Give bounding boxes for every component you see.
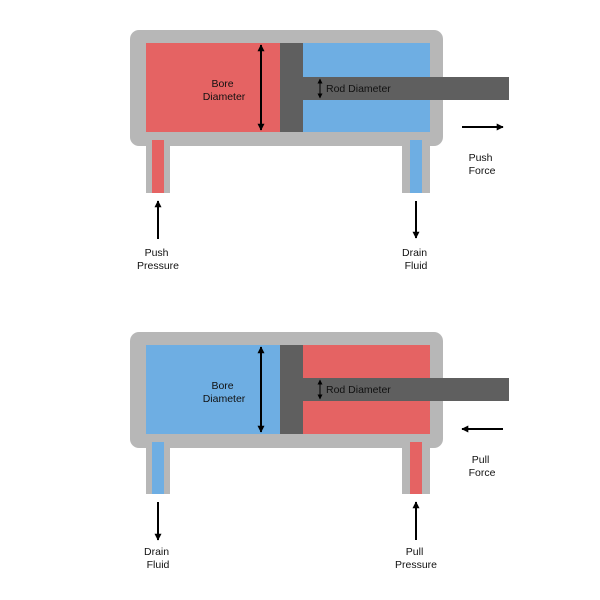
drain-fluid-label: Drain Fluid: [144, 546, 172, 571]
drain-fluid-label: Drain Fluid: [402, 247, 430, 272]
rod-diameter-label: Rod Diameter: [326, 83, 391, 95]
pull-cylinder: Bore Diameter Rod Diameter Pull Force Dr…: [130, 332, 509, 571]
port-label-line1: Drain: [402, 247, 427, 259]
rod-diameter-label: Rod Diameter: [326, 384, 391, 396]
piston-rod: [303, 77, 509, 100]
push-pressure-label: Push Pressure: [137, 247, 179, 272]
piston: [280, 43, 303, 132]
piston: [280, 345, 303, 434]
bore-label-line1: Bore: [211, 380, 233, 392]
port-label-line2: Pressure: [395, 559, 437, 571]
port-label-line1: Drain: [144, 546, 169, 558]
force-label-line2: Force: [469, 467, 496, 479]
left-port-fluid: [152, 140, 164, 193]
pull-force-label: Pull Force: [469, 454, 496, 479]
piston-rod: [303, 378, 509, 401]
force-label-line1: Pull: [472, 454, 490, 466]
force-label-line2: Force: [469, 165, 496, 177]
port-label-line2: Fluid: [405, 260, 428, 272]
bore-diameter-label: Bore Diameter: [203, 380, 246, 405]
housing-underside-gap: [170, 146, 402, 196]
bore-label-line1: Bore: [211, 78, 233, 90]
housing-underside-gap: [170, 448, 402, 498]
port-label-line1: Pull: [406, 546, 424, 558]
bore-label-line2: Diameter: [203, 393, 246, 405]
bore-label-line2: Diameter: [203, 91, 246, 103]
push-force-label: Push Force: [469, 152, 496, 177]
port-label-line2: Pressure: [137, 260, 179, 272]
right-port-fluid: [410, 140, 422, 193]
port-label-line2: Fluid: [147, 559, 170, 571]
bore-diameter-label: Bore Diameter: [203, 78, 246, 103]
push-cylinder: Bore Diameter Rod Diameter Push Force Pu…: [130, 30, 509, 272]
right-port-fluid: [410, 442, 422, 494]
left-port-fluid: [152, 442, 164, 494]
port-label-line1: Push: [145, 247, 169, 259]
force-label-line1: Push: [469, 152, 493, 164]
pull-pressure-label: Pull Pressure: [395, 546, 437, 571]
